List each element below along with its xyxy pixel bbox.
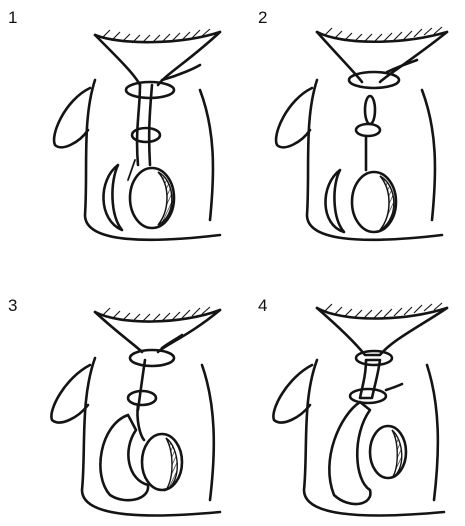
suture-ring-upper — [349, 72, 399, 88]
penis-shape — [54, 88, 90, 147]
suture-ring-upper — [130, 350, 174, 366]
panel-1-illustration — [40, 20, 240, 255]
hydrocele-sac — [325, 170, 344, 232]
suture-ring-lower — [128, 391, 156, 405]
hydrocele-sac — [103, 165, 122, 230]
ligated-segment — [365, 96, 375, 124]
suture-ring-upper — [356, 351, 392, 365]
panel-label-1: 1 — [8, 8, 17, 28]
spermatic-cord — [138, 360, 145, 410]
hydrocele-sac — [329, 402, 370, 504]
penis-shape — [276, 88, 312, 147]
panel-4-illustration — [262, 300, 462, 525]
panel-2-illustration — [262, 20, 462, 255]
suture-ring-lower — [356, 124, 380, 136]
scrotal-outline — [85, 80, 220, 240]
panel-3-illustration — [40, 300, 240, 525]
scrotal-outline — [82, 358, 220, 516]
panel-label-3: 3 — [8, 296, 17, 316]
suture-ring-lower — [350, 389, 386, 403]
